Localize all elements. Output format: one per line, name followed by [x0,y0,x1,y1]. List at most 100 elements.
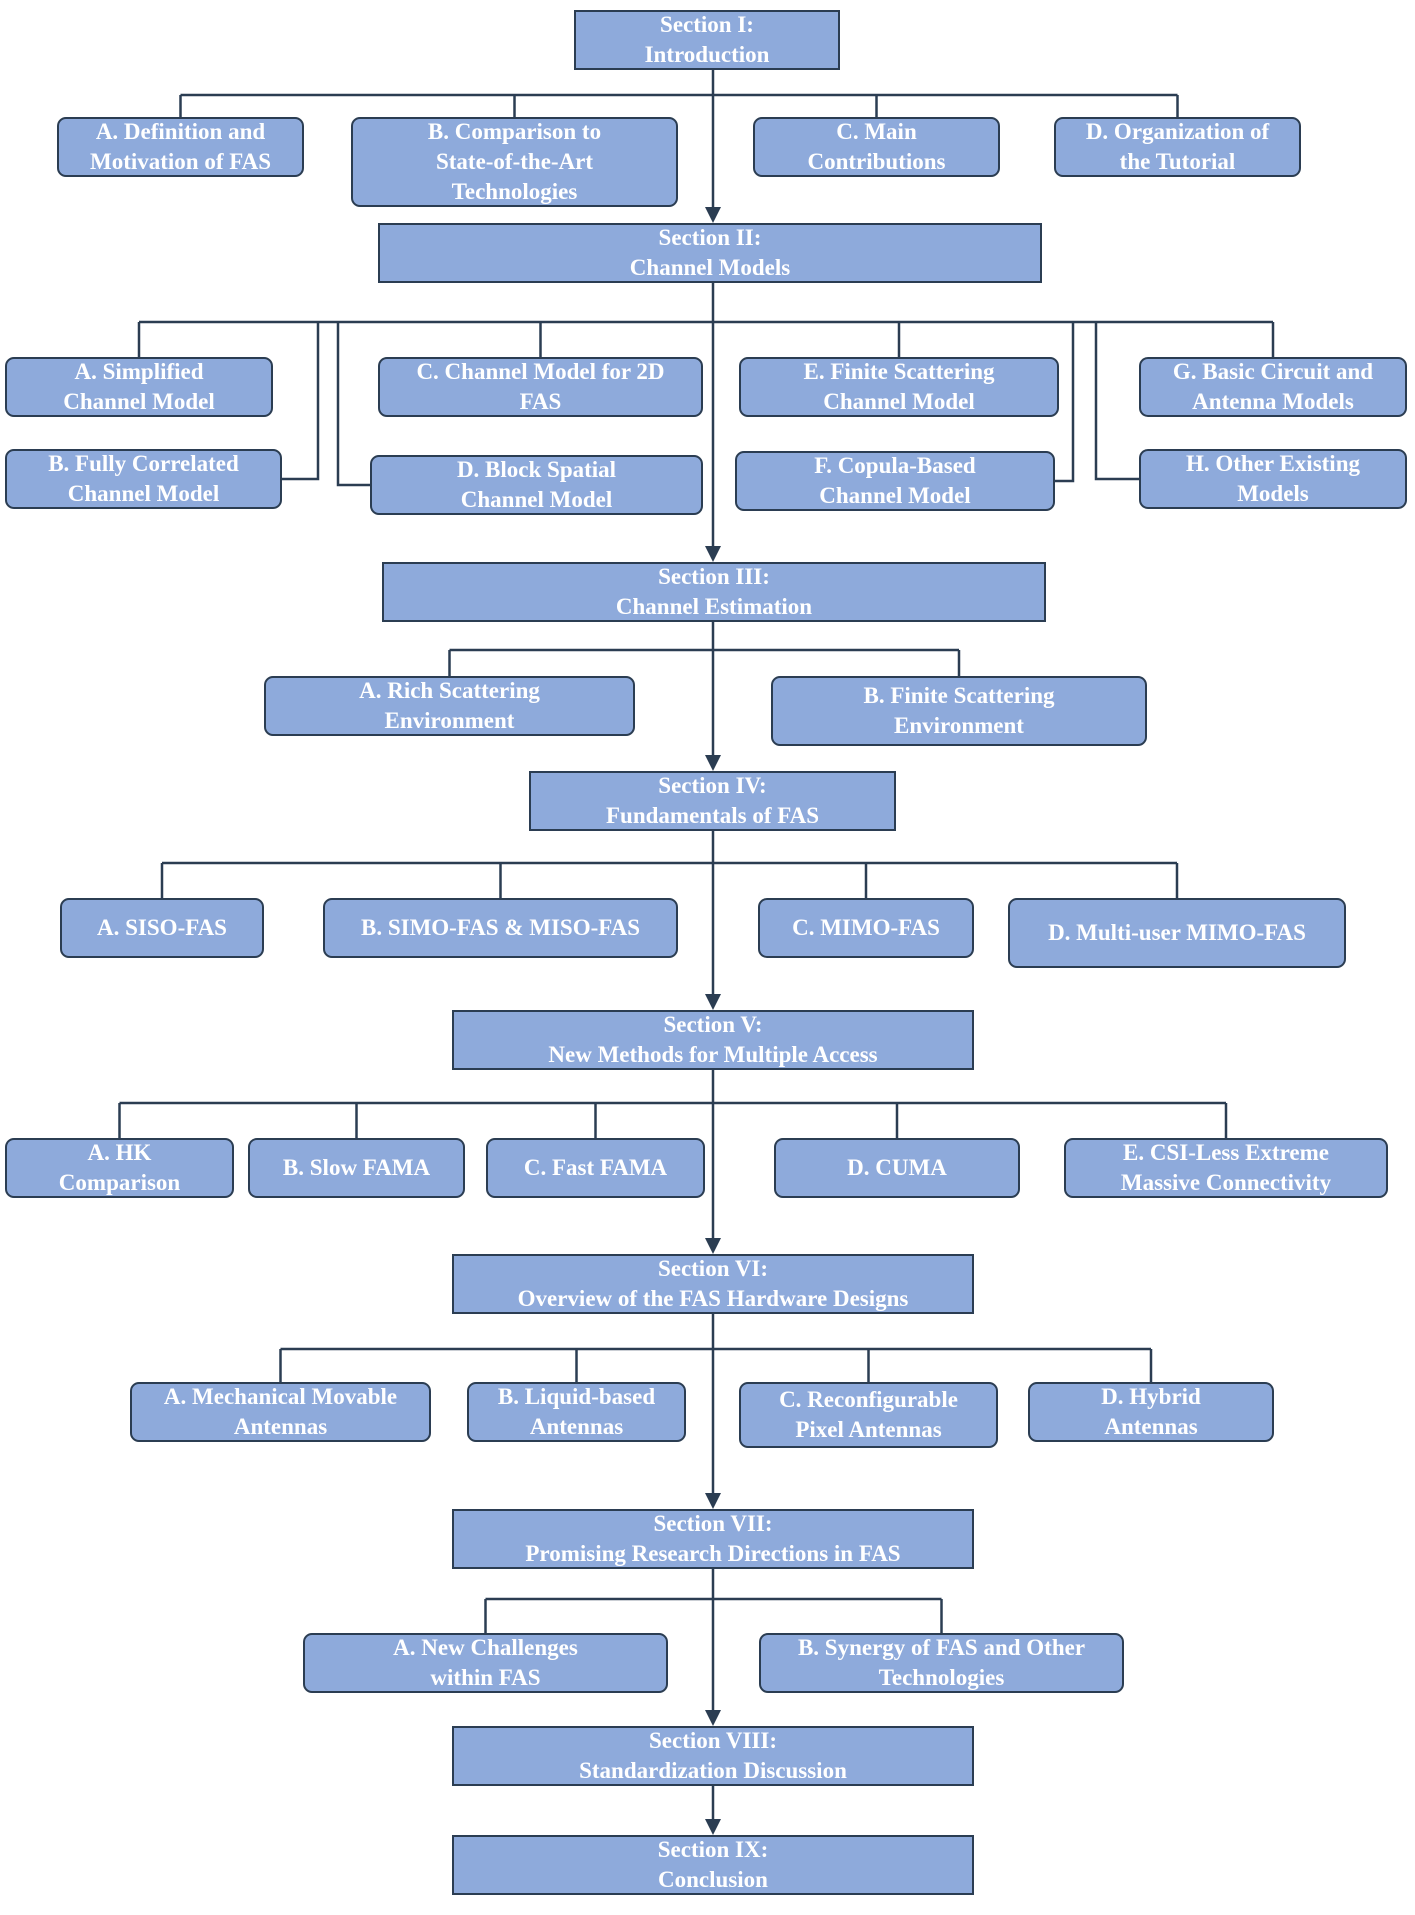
subsection-box-s1-c-line: C. Main [836,119,917,144]
section-box-s5-line: Section V: [663,1012,763,1037]
subsection-box-s5-d-line: D. CUMA [847,1155,947,1180]
branch-side-s2-d [336,322,370,487]
section-box-s4-line: Fundamentals of FAS [606,803,819,828]
subsection-box-s2-d-line: D. Block Spatial [456,457,617,482]
subsection-box-s3-b-line: Environment [894,713,1024,738]
section-box-s7-line: Section VII: [653,1511,773,1536]
section-box-s5-text: Section V: New Methods for Multiple Acces… [548,1010,877,1070]
section-box-s9-line: Section IX: [657,1837,769,1862]
section-box-s9-line: Conclusion [658,1867,768,1892]
section-box-s1-text: Section I:Introduction [645,10,770,70]
section-box-s6-line: Section VI: [657,1256,769,1281]
arrow-to-s8 [705,1710,721,1726]
subsection-box-s4-a: A. SISO-FAS [60,898,264,958]
section-box-s9: Section IX: Conclusion [452,1835,974,1895]
subsection-box-s2-h-line: Models [1237,481,1309,506]
section-box-s2-line: Channel Models [629,255,791,280]
section-box-s3: Section III:Channel Estimation [382,562,1046,622]
subsection-box-s5-a-text: A. HK Comparison [59,1138,180,1198]
subsection-box-s4-d-line: D. Multi-user MIMO-FAS [1048,920,1306,945]
subsection-box-s1-b-line: B. Comparison to [427,119,602,144]
section-box-s6-line: Overview of the FAS Hardware Designs [517,1286,909,1311]
subsection-box-s2-h-line: H. Other Existing [1185,451,1360,476]
subsection-box-s1-d-line: the Tutorial [1119,149,1236,174]
subsection-box-s7-a: A. New Challenges within FAS [303,1633,668,1693]
arrow-to-s4 [705,755,721,771]
subsection-box-s1-c-line: Contributions [807,149,946,174]
subsection-box-s4-d-text: D. Multi-user MIMO-FAS [1048,918,1306,948]
subsection-box-s4-b-line: B. SIMO-FAS & MISO-FAS [361,915,640,940]
subsection-box-s5-d: D. CUMA [774,1138,1020,1198]
subsection-box-s5-a-line: Comparison [58,1170,181,1195]
subsection-box-s4-b: B. SIMO-FAS & MISO-FAS [323,898,678,958]
subsection-box-s3-a-line: A. Rich Scattering [359,678,540,703]
subsection-box-s7-a-line: A. New Challenges [393,1635,578,1660]
subsection-box-s4-b-text: B. SIMO-FAS & MISO-FAS [361,913,640,943]
subsection-box-s4-c-text: C. MIMO-FAS [792,913,940,943]
subsection-box-s7-b-line: Technologies [878,1665,1005,1690]
subsection-box-s5-a-line: A. HK [87,1140,152,1165]
section-box-s8: Section VIII:Standardization Discussion [452,1726,974,1786]
branch-side-s2-f [1055,322,1075,483]
subsection-box-s6-a-line: Antennas [233,1414,328,1439]
subsection-box-s2-a-line: A. Simplified [74,359,204,384]
arrow-to-s5 [705,994,721,1010]
section-box-s5-line: New Methods for Multiple Access [548,1042,878,1067]
branch-side-s2-h [1094,322,1139,481]
section-box-s1-line: Section I: [660,12,754,37]
section-box-s2-line: Section II: [658,225,762,250]
section-box-s5: Section V: New Methods for Multiple Acces… [452,1010,974,1070]
subsection-box-s7-a-line: within FAS [430,1665,541,1690]
subsection-box-s2-f-line: F. Copula-Based [814,453,976,478]
subsection-box-s1-b-line: Technologies [451,179,578,204]
section-box-s4: Section IV:Fundamentals of FAS [529,771,896,831]
subsection-box-s2-g-line: Antenna Models [1192,389,1354,414]
subsection-box-s4-d: D. Multi-user MIMO-FAS [1008,898,1346,968]
subsection-box-s4-c-line: C. MIMO-FAS [792,915,940,940]
subsection-box-s7-b-line: B. Synergy of FAS and Other [797,1635,1086,1660]
subsection-box-s5-a: A. HK Comparison [5,1138,234,1198]
section-box-s8-text: Section VIII:Standardization Discussion [579,1726,847,1786]
subsection-box-s5-c-text: C. Fast FAMA [524,1153,667,1183]
subsection-box-s2-e-line: Channel Model [823,389,975,414]
subsection-box-s6-a-line: A. Mechanical Movable [163,1384,398,1409]
section-box-s2-text: Section II: Channel Models [630,223,790,283]
subsection-box-s4-c: C. MIMO-FAS [758,898,974,958]
subsection-box-s5-c-line: C. Fast FAMA [523,1155,668,1180]
section-box-s3-line: Section III: [658,564,770,589]
subsection-box-s6-c-line: C. Reconfigurable [779,1387,958,1412]
section-box-s7-line: Promising Research Directions in FAS [525,1541,901,1566]
subsection-box-s6-d-line: Antennas [1104,1414,1198,1439]
subsection-box-s5-e-line: E. CSI-Less Extreme [1123,1140,1329,1165]
subsection-box-s1-b-line: State-of-the-Art [435,149,594,174]
subsection-box-s6-d-line: D. Hybrid [1101,1384,1201,1409]
